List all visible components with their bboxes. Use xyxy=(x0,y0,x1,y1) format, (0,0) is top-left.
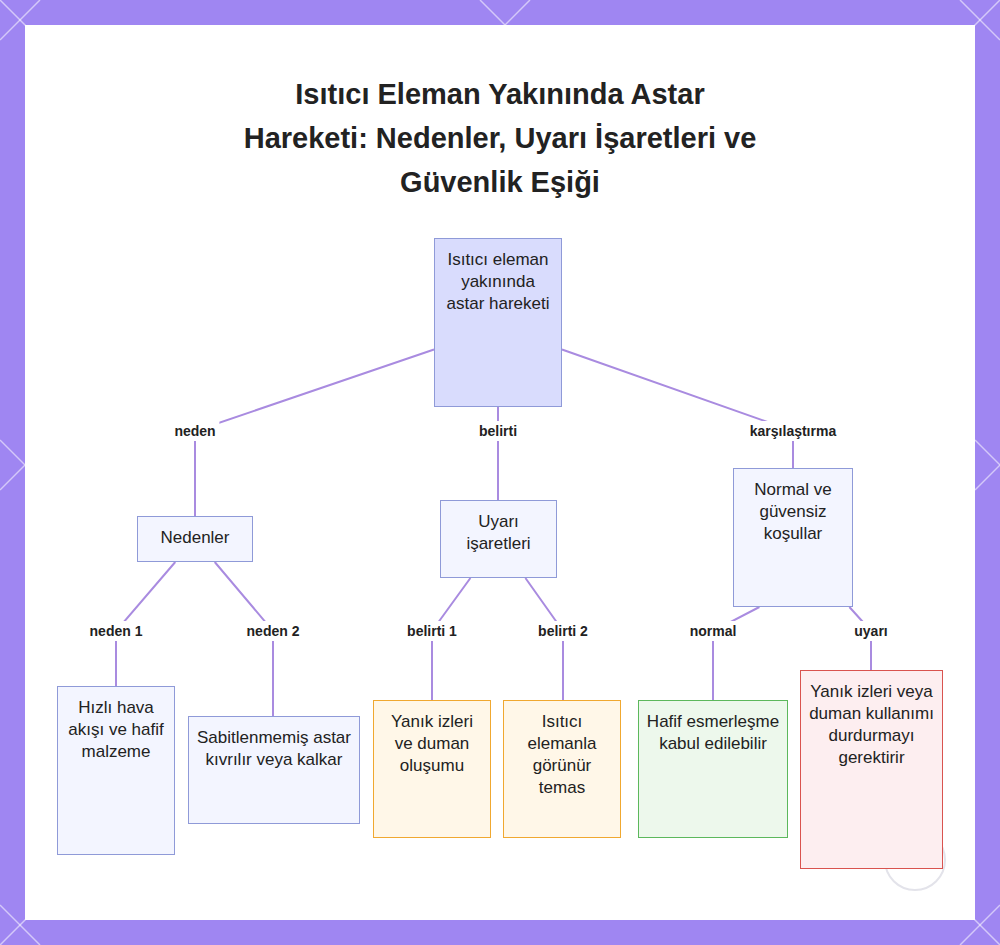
edge-label: normal xyxy=(686,621,741,641)
node-text: Sabitlenmemiş astar kıvrılır veya kalkar xyxy=(195,727,353,771)
deco-line xyxy=(0,440,25,465)
node-text: Isıtıcı eleman yakınında astar hareketi xyxy=(441,249,555,315)
cause-box: Hızlı hava akışı ve hafif malzeme xyxy=(57,686,175,855)
node-text: Yanık izleri ve duman oluşumu xyxy=(380,711,484,777)
category-box: Nedenler xyxy=(137,516,253,562)
warning-condition-box: Yanık izleri veya duman kullanımı durdur… xyxy=(800,670,943,869)
node-text: Yanık izleri veya duman kullanımı durdur… xyxy=(807,681,936,769)
edge-label: karşılaştırma xyxy=(746,421,840,441)
category-box: Normal ve güvensiz koşullar xyxy=(733,468,853,607)
deco-line xyxy=(975,465,1000,490)
edge-label: neden 1 xyxy=(86,621,147,641)
symptom-box: Yanık izleri ve duman oluşumu xyxy=(373,700,491,838)
deco-line xyxy=(505,0,530,25)
node-text: Isıtıcı elemanla görünür temas xyxy=(510,711,614,799)
node-text: Normal ve güvensiz koşullar xyxy=(740,479,846,545)
node-text: Hafif esmerleşme kabul edilebilir xyxy=(645,711,781,755)
edge-label: uyarı xyxy=(850,621,891,641)
edge-label: belirti xyxy=(475,421,521,441)
root-topic-box: Isıtıcı eleman yakınında astar hareketi xyxy=(434,238,562,407)
normal-condition-box: Hafif esmerleşme kabul edilebilir xyxy=(638,700,788,838)
deco-line xyxy=(480,0,505,25)
connector-line xyxy=(562,350,793,468)
edge-label: belirti 2 xyxy=(534,621,592,641)
connector-line xyxy=(195,350,434,516)
edge-label: neden 2 xyxy=(243,621,304,641)
edge-label: belirti 1 xyxy=(403,621,461,641)
node-text: Uyarı işaretleri xyxy=(447,511,550,555)
deco-line xyxy=(0,465,25,490)
symptom-box: Isıtıcı elemanla görünür temas xyxy=(503,700,621,838)
cause-box: Sabitlenmemiş astar kıvrılır veya kalkar xyxy=(188,716,360,824)
edge-label: neden xyxy=(170,421,219,441)
category-box: Uyarı işaretleri xyxy=(440,500,557,578)
diagram-title: Isıtıcı Eleman Yakınında Astar Hareketi:… xyxy=(230,72,770,204)
node-text: Hızlı hava akışı ve hafif malzeme xyxy=(64,697,168,763)
node-text: Nedenler xyxy=(144,527,246,549)
deco-line xyxy=(975,440,1000,465)
